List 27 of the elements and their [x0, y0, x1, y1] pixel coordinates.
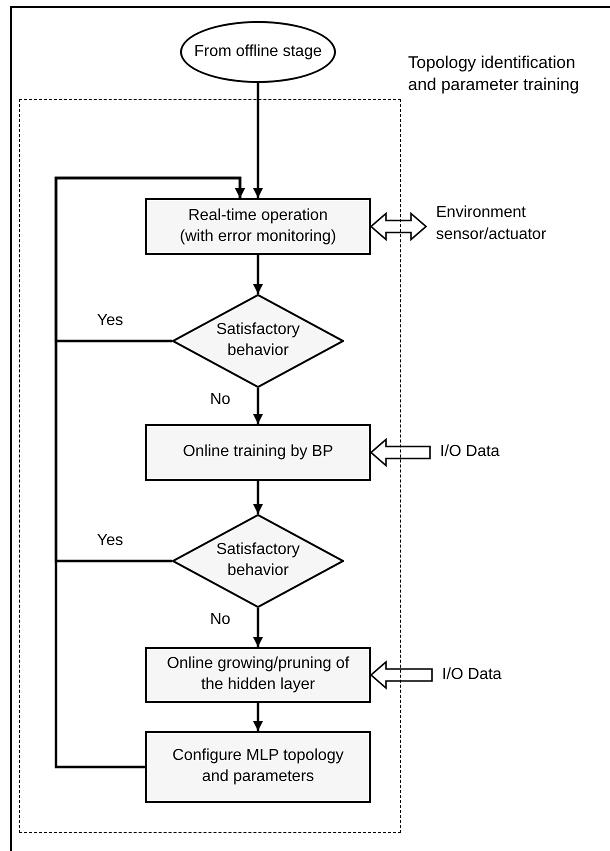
node-label: Online training by BP — [182, 442, 334, 462]
arrow — [253, 83, 263, 198]
node-label: Real-time operation (with error monitoring) — [178, 206, 338, 246]
node-label: Online growing/pruning of the hidden layer — [166, 654, 350, 695]
annotation-text: Environment sensor/actuator — [426, 202, 596, 248]
process-box — [145, 731, 371, 803]
decision-diamond — [172, 294, 344, 388]
node-label: Satisfactory behavior — [215, 320, 301, 361]
arrow — [253, 703, 263, 731]
annotation-text: I/O Data — [432, 664, 532, 686]
hollow-arrow — [370, 212, 428, 242]
hollow-arrow — [370, 438, 431, 468]
arrow — [253, 388, 263, 424]
arrow — [253, 255, 263, 294]
process-box — [145, 647, 371, 703]
arrow — [54, 176, 245, 768]
node-label: Satisfactory behavior — [215, 540, 301, 581]
node-label: Configure MLP topology and parameters — [171, 746, 345, 787]
decision-diamond — [172, 514, 344, 608]
annotation-text: I/O Data — [430, 441, 530, 463]
process-box — [145, 424, 371, 481]
arrow — [253, 608, 263, 647]
hollow-arrow — [370, 660, 433, 690]
node-label: From offline stage — [194, 42, 322, 62]
process-box — [145, 198, 371, 255]
group-heading: Topology identification and parameter training — [408, 52, 580, 96]
arrow — [253, 481, 263, 514]
